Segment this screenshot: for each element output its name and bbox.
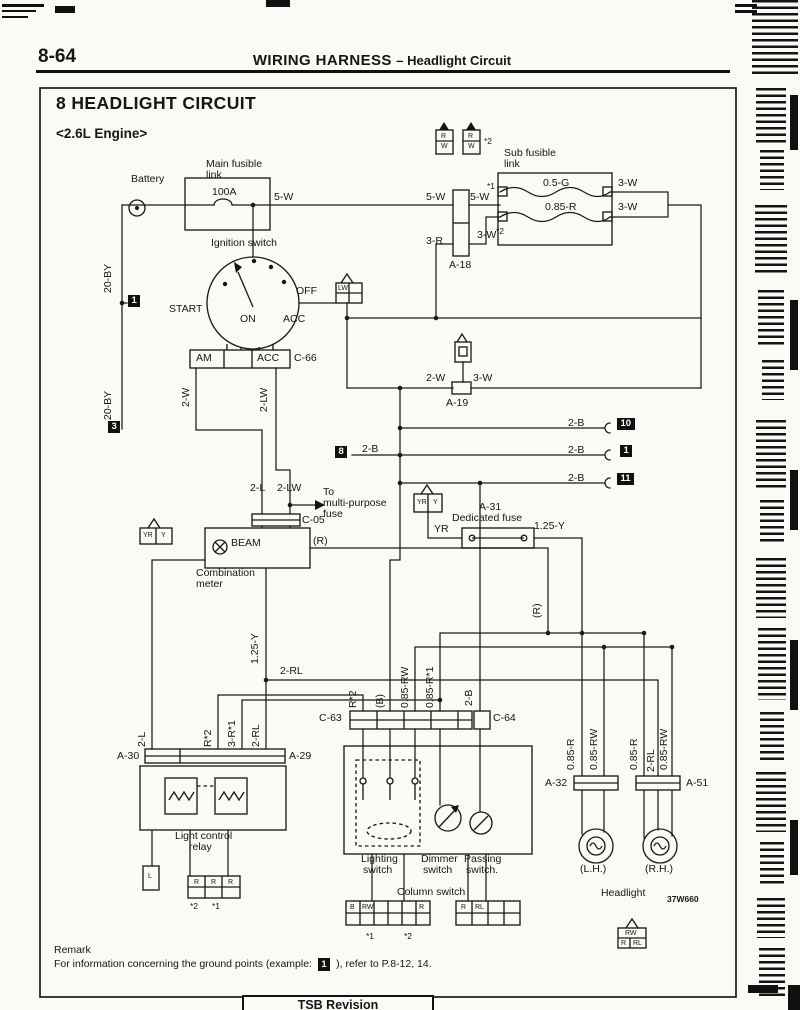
scan-artifact [758, 628, 786, 700]
scan-artifact [735, 10, 757, 13]
dimmer-switch [434, 804, 462, 832]
scan-artifact [266, 0, 290, 7]
scan-artifact [762, 360, 784, 400]
connector-a19 [451, 381, 472, 395]
scan-artifact [790, 820, 798, 875]
scan-artifact [748, 985, 778, 993]
fuse-icon [454, 341, 472, 363]
scan-artifact [790, 95, 798, 150]
ignition-switch [206, 256, 300, 350]
scan-artifact [2, 4, 44, 7]
arrow-to-fuse-icon [315, 500, 325, 510]
page-number: 8-64 [38, 46, 77, 67]
scan-artifact [790, 300, 798, 370]
wires [121, 186, 702, 902]
junction-dots [119, 202, 675, 703]
remark-block: Remark For information concerning the gr… [54, 944, 432, 971]
column-switch-box [343, 745, 533, 855]
scan-artifact [755, 205, 787, 275]
scan-artifact [760, 842, 784, 887]
header-subsection-title: – Headlight Circuit [396, 53, 512, 68]
fuse-icon [435, 129, 454, 155]
scan-artifact [752, 0, 798, 78]
scan-artifact [760, 712, 784, 762]
scan-artifact [756, 88, 786, 143]
scan-artifact [735, 4, 757, 7]
connector-icon [142, 865, 160, 891]
scan-artifact [756, 772, 786, 832]
header-section-title: WIRING HARNESS [252, 52, 392, 69]
scan-artifact [790, 640, 798, 710]
main-fusible-link-box [184, 177, 271, 231]
scan-artifact [788, 985, 800, 1010]
scan-artifact [758, 290, 784, 345]
components [128, 122, 681, 949]
combination-meter-box [204, 527, 311, 569]
footer-revision-box: TSB Revision [242, 995, 434, 1010]
page-header: WIRING HARNESS – Headlight Circuit [0, 52, 764, 70]
remark-title: Remark [54, 944, 91, 956]
battery-icon [128, 199, 146, 217]
diagram-frame [39, 87, 737, 998]
sub-fusible-link-box [497, 172, 613, 246]
connector-c66 [189, 349, 291, 369]
ground-point-example-marker: 1 [317, 958, 331, 971]
fuse-icon [462, 129, 481, 155]
scan-artifact [756, 420, 786, 490]
scan-artifact [2, 10, 36, 12]
lighting-switch [355, 759, 421, 847]
light-control-relay-box [139, 765, 287, 831]
remark-text: For information concerning the ground po… [54, 958, 432, 971]
header-rule [36, 70, 730, 73]
headlight-rh-lamp [642, 828, 678, 864]
dedicated-fuse-a31 [461, 527, 535, 549]
scan-artifact [756, 558, 786, 618]
scan-artifact [757, 898, 785, 938]
scan-artifact [760, 500, 784, 545]
connector-c64 [473, 710, 491, 730]
scan-artifact [790, 470, 798, 530]
scan-artifact [2, 16, 28, 18]
scan-artifact [55, 6, 75, 13]
headlight-lh-lamp [578, 828, 614, 864]
passing-switch [469, 811, 493, 835]
scan-artifact [760, 150, 784, 190]
beam-indicator-lamp [212, 539, 228, 555]
